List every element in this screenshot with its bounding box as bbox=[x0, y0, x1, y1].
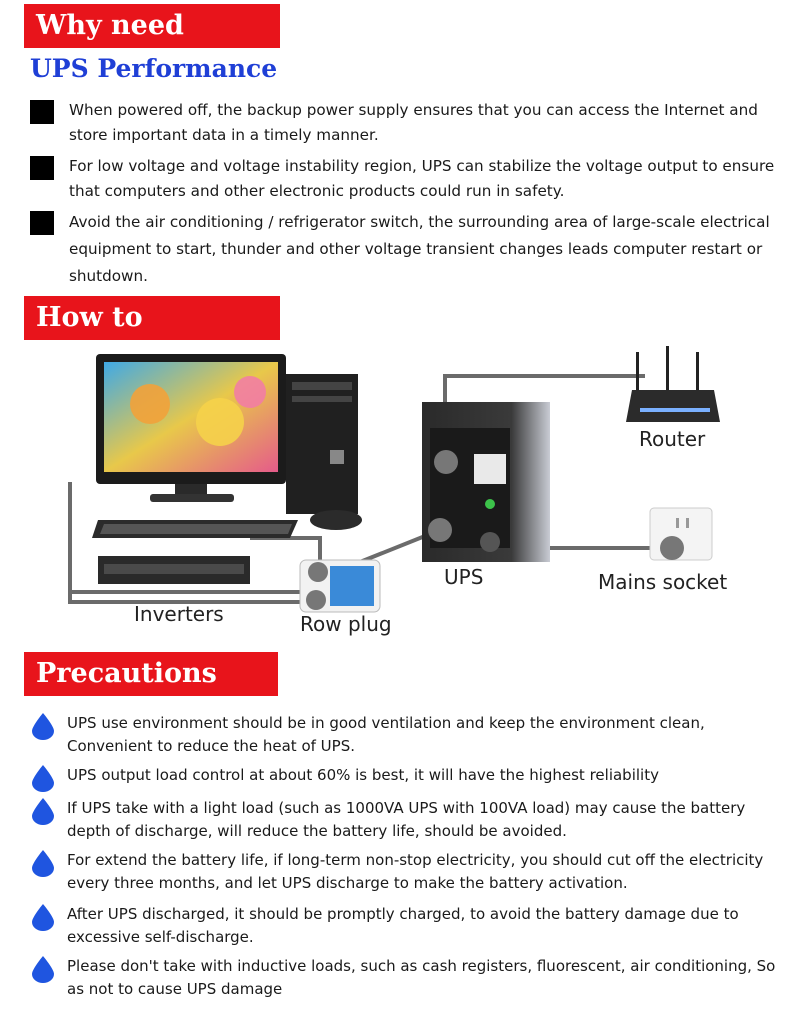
precaution-item-text: For extend the battery life, if long-ter… bbox=[67, 851, 764, 892]
blue-drop-icon bbox=[32, 765, 54, 792]
ups-device-icon bbox=[422, 402, 550, 562]
precaution-item-text: Please don't take with inductive loads, … bbox=[67, 957, 776, 998]
why-need-ups-banner: Why need UPS? bbox=[24, 4, 280, 85]
performance-item-text: When powered off, the backup power suppl… bbox=[69, 101, 758, 144]
router-label: Router bbox=[639, 427, 706, 451]
black-square-icon bbox=[30, 156, 54, 180]
blue-drop-icon bbox=[32, 798, 54, 825]
inverter-icon bbox=[98, 556, 250, 584]
pc-tower-icon bbox=[286, 374, 358, 514]
router-icon bbox=[626, 346, 720, 422]
connection-diagram: Router UPS Mains socket Inverters Row pl… bbox=[68, 346, 727, 636]
ups-label: UPS bbox=[444, 565, 483, 589]
mains-socket-icon bbox=[649, 507, 713, 561]
precaution-item-text: After UPS discharged, it should be promp… bbox=[67, 905, 739, 946]
black-square-icon bbox=[30, 100, 54, 124]
precautions-banner: Precautions bbox=[24, 652, 278, 696]
row-plug-label: Row plug bbox=[300, 612, 392, 636]
blue-drop-icon bbox=[32, 850, 54, 877]
keyboard-icon bbox=[92, 520, 298, 538]
blue-drop-icon bbox=[32, 904, 54, 931]
inverters-label: Inverters bbox=[134, 602, 224, 626]
blue-drop-icon bbox=[32, 956, 54, 983]
performance-item-text: For low voltage and voltage instability … bbox=[69, 157, 775, 200]
mains-socket-label: Mains socket bbox=[598, 570, 727, 594]
mouse-icon bbox=[310, 510, 362, 530]
blue-drop-icon bbox=[32, 713, 54, 740]
precaution-item-text: UPS output load control at about 60% is … bbox=[67, 766, 659, 784]
performance-item-text: Avoid the air conditioning / refrigerato… bbox=[69, 213, 770, 285]
how-to-connect-banner: How to connect? bbox=[24, 296, 280, 377]
precaution-item-text: UPS use environment should be in good ve… bbox=[67, 714, 705, 755]
cable-inverter-rowplug bbox=[68, 564, 310, 604]
ups-performance-heading: UPS Performance bbox=[30, 54, 278, 83]
monitor-icon bbox=[96, 354, 286, 502]
black-square-icon bbox=[30, 211, 54, 235]
precaution-item-text: If UPS take with a light load (such as 1… bbox=[67, 799, 746, 840]
row-plug-icon bbox=[299, 559, 381, 613]
